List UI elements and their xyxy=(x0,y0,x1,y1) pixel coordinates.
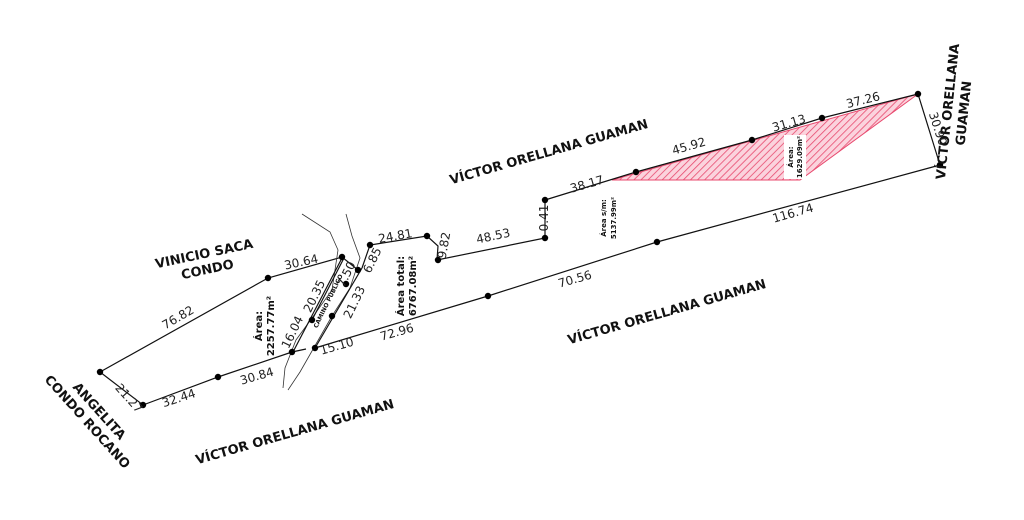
dim-15-10: 15.10 xyxy=(318,335,355,358)
main-parcel-bottom xyxy=(314,164,941,349)
dim-0-41: 0.41 xyxy=(537,205,551,232)
dim-9-82: 9.82 xyxy=(435,231,453,260)
area-total-line1: Área total: xyxy=(394,256,407,316)
area-hatch-label-bg xyxy=(784,135,806,179)
left-parcel-boundary xyxy=(99,256,359,373)
owner-mid-label: VÍCTOR ORELLANA GUAMAN xyxy=(566,276,768,348)
owner-vinicio-label: VINICIO SACA CONDO xyxy=(154,237,255,283)
road-edge-right xyxy=(287,213,361,391)
area-sm-line1: Área s/m: xyxy=(599,199,608,237)
area-left-label: Área: 2257.77m² xyxy=(252,296,277,356)
owner-bottom-label: VÍCTOR ORELLANA GUAMAN xyxy=(194,396,396,468)
owner-angelita-label: ANGELITA CONDO ROCANO xyxy=(41,373,133,473)
dim-6-85: 6.85 xyxy=(360,245,384,275)
main-parcel-top xyxy=(361,93,941,269)
dim-72-96: 72.96 xyxy=(378,321,415,344)
road-edge-left xyxy=(282,213,339,389)
area-total-line2: 6767.08m² xyxy=(408,256,419,316)
dim-30-64: 30.64 xyxy=(283,252,320,273)
dim-48-53: 48.53 xyxy=(475,226,512,247)
area-left-line1: Área: xyxy=(252,311,265,341)
road-centerline-c xyxy=(314,267,363,349)
road-centerline-a xyxy=(311,257,345,321)
dim-24-81: 24.81 xyxy=(377,226,413,246)
vertex-points xyxy=(96,90,944,409)
area-hatch-line1: Área: xyxy=(786,146,795,167)
area-left-line2: 2257.77m² xyxy=(266,296,277,356)
dim-116-74: 116.74 xyxy=(771,201,815,226)
dim-32-44: 32.44 xyxy=(160,386,197,410)
hatched-area xyxy=(611,93,919,181)
area-total-label: Área total: 6767.08m² xyxy=(394,256,419,316)
area-hatch-line2: 1629.09m² xyxy=(796,136,804,178)
dim-21-27: 21.27 xyxy=(112,381,145,416)
road-centerline-b xyxy=(292,257,343,353)
area-hatch-label: Área: 1629.09m² xyxy=(786,136,804,178)
owner-right-line2: GUAMAN xyxy=(954,80,976,146)
area-sm-line2: 5137.99m² xyxy=(610,197,618,239)
dim-38-17: 38.17 xyxy=(568,173,605,196)
dim-70-56: 70.56 xyxy=(556,268,593,291)
area-sm-label: Área s/m: 5137.99m² xyxy=(599,197,618,239)
